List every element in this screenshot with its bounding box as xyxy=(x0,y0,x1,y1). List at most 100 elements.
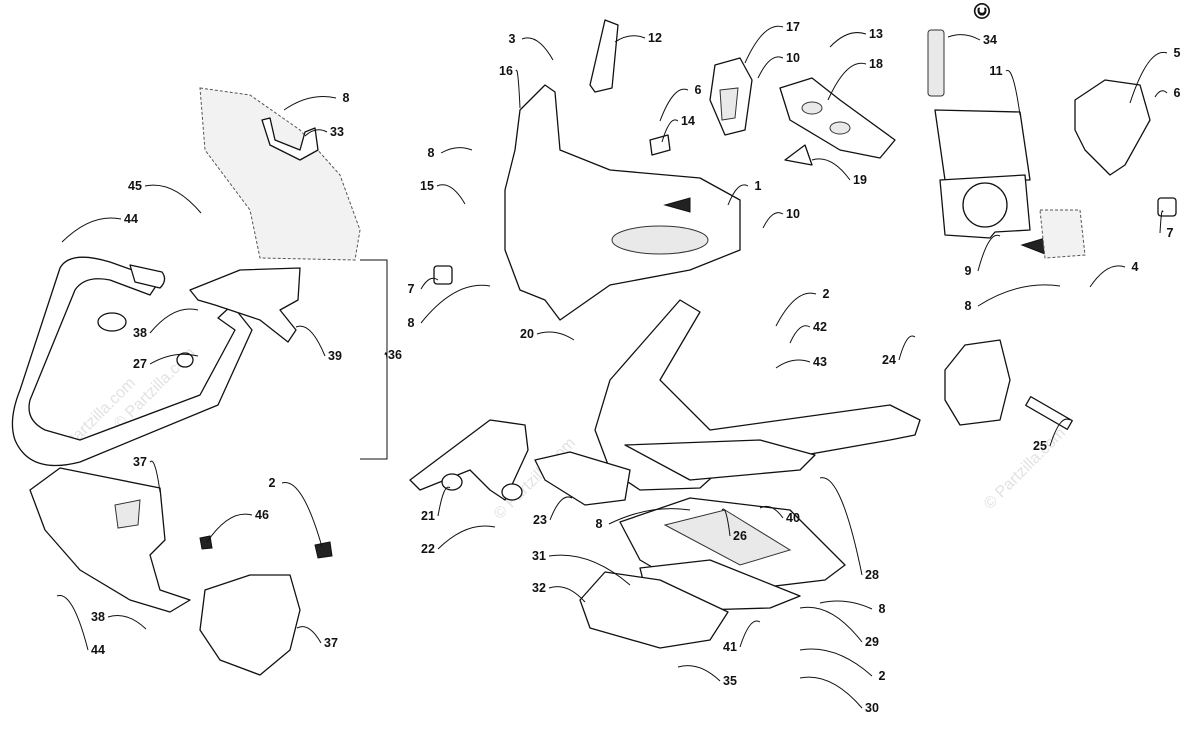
callout-c17: 17 xyxy=(786,20,800,34)
mount-ghost-8 xyxy=(1039,209,1086,259)
callout-c43: 43 xyxy=(813,355,827,369)
leader-c7a xyxy=(420,277,439,290)
spindle-bracket-21 xyxy=(409,419,529,501)
callout-c4: 4 xyxy=(1132,260,1139,274)
leader-c10a xyxy=(757,56,784,79)
skid-plate-28-cut xyxy=(663,509,792,566)
skid-plate-37-right xyxy=(199,574,301,676)
leader-c17 xyxy=(744,25,784,64)
leader-c40 xyxy=(759,505,784,519)
leader-c38b xyxy=(107,615,147,630)
callout-c7a: 7 xyxy=(408,282,415,296)
callout-c34: 34 xyxy=(983,33,997,47)
leader-c20 xyxy=(536,331,575,341)
callout-c25: 25 xyxy=(1033,439,1047,453)
callout-c5: 5 xyxy=(1174,46,1181,60)
callout-c18: 18 xyxy=(869,57,883,71)
bulkhead-1 xyxy=(504,84,741,321)
callout-c37b: 37 xyxy=(324,636,338,650)
leader-c13 xyxy=(829,32,867,48)
leader-c12 xyxy=(614,35,646,43)
leader-c10b xyxy=(762,212,784,229)
leader-c8f xyxy=(819,600,873,610)
callout-c30: 30 xyxy=(865,701,879,715)
leader-c21 xyxy=(437,486,451,517)
callout-c8d: 8 xyxy=(965,299,972,313)
leader-c4 xyxy=(1089,265,1126,288)
leader-c30 xyxy=(799,676,863,709)
callout-c11: 11 xyxy=(989,64,1002,78)
leader-c26 xyxy=(721,508,731,537)
bumper-7-left xyxy=(433,265,453,285)
leader-c8d xyxy=(977,284,1061,307)
callout-c28: 28 xyxy=(865,568,879,582)
callout-c29: 29 xyxy=(865,635,879,649)
leader-c33 xyxy=(304,129,328,137)
skid-plate-37-left xyxy=(29,467,191,613)
callout-c13: 13 xyxy=(869,27,883,41)
leader-c6a xyxy=(659,88,689,122)
callout-c45: 45 xyxy=(128,179,142,193)
callout-c8a: 8 xyxy=(343,91,350,105)
leader-c1 xyxy=(727,184,749,206)
bracket-39 xyxy=(189,267,301,343)
leader-c5 xyxy=(1129,51,1168,104)
leader-c19 xyxy=(811,158,851,181)
bushing-21b xyxy=(501,483,523,501)
callout-c36: 36 xyxy=(388,348,402,362)
leader-c34 xyxy=(947,34,981,41)
bolt-25 xyxy=(1025,396,1073,430)
callout-c8b: 8 xyxy=(428,146,435,160)
bulkhead-assembly xyxy=(433,19,1177,321)
callout-c21: 21 xyxy=(421,509,435,523)
leader-c44b xyxy=(56,594,89,651)
leader-c8e xyxy=(608,508,691,525)
leader-c9 xyxy=(977,234,1001,272)
callout-c19: 19 xyxy=(853,173,867,187)
callout-c2b: 2 xyxy=(269,476,276,490)
leader-c6b xyxy=(1154,90,1168,98)
plate-9-hole xyxy=(962,182,1008,228)
bumper-assembly xyxy=(11,87,388,676)
callout-c26: 26 xyxy=(733,529,747,543)
callout-c46: 46 xyxy=(255,508,269,522)
callout-c1: 1 xyxy=(755,179,762,193)
bracket-14 xyxy=(649,134,671,156)
bracket-33 xyxy=(261,117,319,161)
callout-c16: 16 xyxy=(499,64,513,78)
leader-c24 xyxy=(898,335,916,361)
leader-c8b xyxy=(440,147,473,154)
leader-c42 xyxy=(789,325,811,344)
callout-c23: 23 xyxy=(533,513,547,527)
clip-2-left xyxy=(314,541,333,559)
leader-c43 xyxy=(775,359,811,369)
leader-c23 xyxy=(549,496,573,521)
bracket-5 xyxy=(1074,79,1151,176)
leader-c38a xyxy=(149,308,199,334)
callout-c20: 20 xyxy=(520,327,534,341)
plug-27b xyxy=(176,352,194,368)
plate-18-hole-b xyxy=(829,121,851,135)
callout-c24: 24 xyxy=(882,353,896,367)
leader-c44a xyxy=(61,217,122,243)
leader-c25 xyxy=(1049,418,1071,447)
callout-c31: 31 xyxy=(532,549,546,563)
bushing-21 xyxy=(441,473,463,491)
leader-c35 xyxy=(677,665,721,682)
callout-c35: 35 xyxy=(723,674,737,688)
leader-c7b xyxy=(1159,210,1164,234)
leader-c27 xyxy=(149,353,199,365)
copyright-symbol: © xyxy=(971,0,996,22)
mount-24-25 xyxy=(944,339,1011,426)
leader-c45 xyxy=(144,184,202,214)
bumper-7-right xyxy=(1157,197,1177,217)
bulkhead-oval xyxy=(611,225,709,255)
leader-c2c xyxy=(799,648,873,677)
skid-plate-37-slot xyxy=(114,499,141,529)
plate-18 xyxy=(779,77,896,159)
callout-c7b: 7 xyxy=(1167,226,1174,240)
callout-c10a: 10 xyxy=(786,51,800,65)
callout-c37a: 37 xyxy=(133,455,147,469)
spindle-bracket-23 xyxy=(534,451,631,506)
